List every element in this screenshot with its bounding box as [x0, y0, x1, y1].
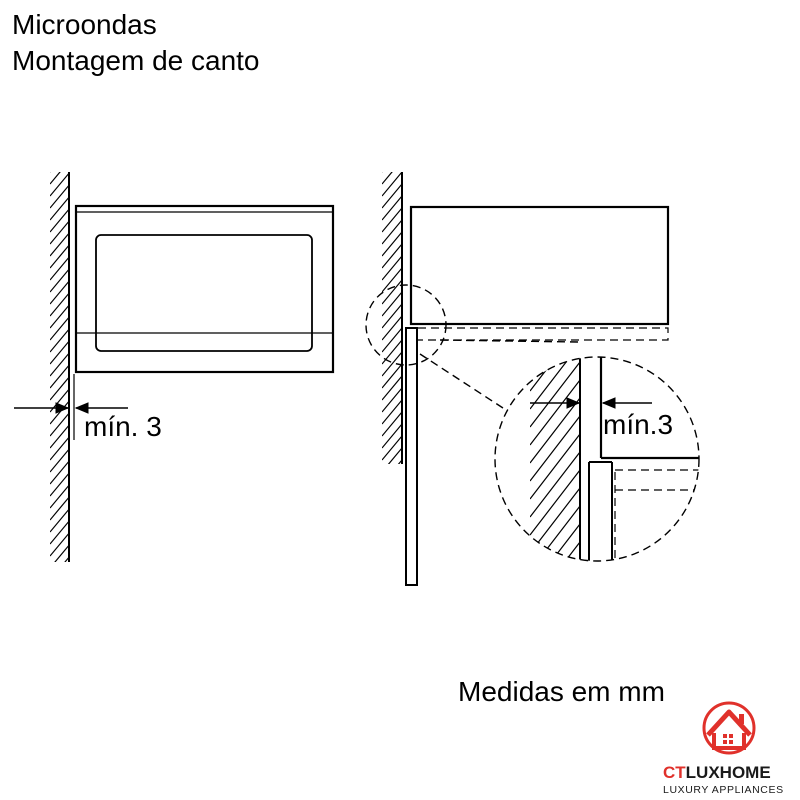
- house-icon: [702, 701, 756, 755]
- detail-marker-circle: [365, 284, 447, 366]
- brand-name: CTLUXHOME: [663, 763, 771, 782]
- title-line-2: Montagem de canto: [12, 45, 260, 76]
- brand-tagline: LUXURY APPLIANCES: [663, 784, 784, 796]
- right-min-dimension: [530, 397, 652, 409]
- brand-logo: CTLUXHOME LUXURY APPLIANCES: [663, 701, 784, 796]
- brand-prefix: CT: [663, 763, 686, 782]
- detail-view: [494, 356, 700, 562]
- detail-connector: [419, 339, 579, 409]
- brand-main: LUXHOME: [686, 763, 771, 782]
- left-min-dimension: [14, 374, 128, 440]
- title-line-1: Microondas: [12, 9, 157, 40]
- door-panel: [405, 327, 418, 586]
- microwave-front: [74, 204, 335, 374]
- right-wall: [382, 172, 403, 464]
- units-note: Medidas em mm: [458, 676, 665, 707]
- left-min-label: mín. 3: [84, 411, 162, 442]
- microwave-side: [409, 205, 670, 341]
- right-min-label: mín.3: [603, 409, 673, 440]
- left-wall: [50, 172, 70, 562]
